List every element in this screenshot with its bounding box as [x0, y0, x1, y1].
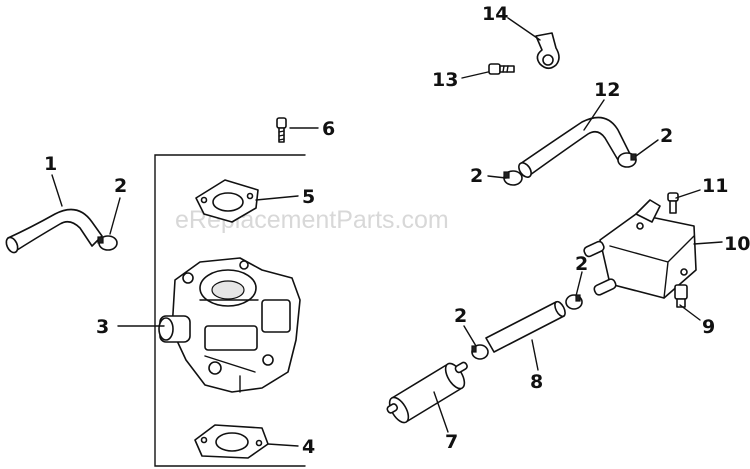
callout-9: 9 — [702, 316, 715, 338]
callout-13: 13 — [432, 69, 458, 91]
callout-2-upper-left: 2 — [470, 165, 483, 187]
callout-14: 14 — [482, 3, 508, 25]
callout-2-left: 2 — [114, 175, 127, 197]
part-4-gasket — [194, 424, 269, 459]
part-11-screw — [667, 192, 679, 214]
part-3-carburetor — [158, 257, 301, 393]
callout-12: 12 — [594, 79, 620, 101]
callout-2-line-left: 2 — [454, 305, 467, 327]
callout-8: 8 — [530, 371, 543, 393]
part-8-fuel-line — [485, 300, 566, 353]
callout-11: 11 — [702, 175, 728, 197]
part-13-bolt — [488, 63, 515, 75]
callout-3: 3 — [96, 316, 109, 338]
callout-6: 6 — [322, 118, 335, 140]
part-5-gasket — [195, 179, 259, 223]
part-10-fuel-pump — [583, 199, 697, 299]
part-9-fitting — [674, 284, 688, 308]
part-7-fuel-filter — [386, 361, 468, 424]
part-6-screw — [276, 117, 287, 143]
part-1-fuel-hose — [5, 208, 103, 254]
callout-4: 4 — [302, 436, 315, 458]
part-2-hose-clamp-line-left — [471, 344, 489, 360]
part-14-clip — [535, 32, 560, 70]
callout-1: 1 — [44, 153, 57, 175]
callout-2-line-right: 2 — [575, 253, 588, 275]
part-2-hose-clamp-left — [97, 235, 118, 251]
part-12-fuel-hose — [518, 116, 631, 178]
callout-2-upper-right: 2 — [660, 125, 673, 147]
callout-10: 10 — [724, 233, 750, 255]
leader-lines — [51, 17, 723, 447]
carburetor-group-bracket — [154, 154, 306, 467]
part-2-hose-clamp-upper-left — [503, 170, 523, 186]
part-2-hose-clamp-line-right — [565, 294, 583, 310]
part-2-hose-clamp-upper-right — [617, 152, 637, 168]
callout-7: 7 — [445, 431, 458, 453]
callout-5: 5 — [302, 186, 315, 208]
